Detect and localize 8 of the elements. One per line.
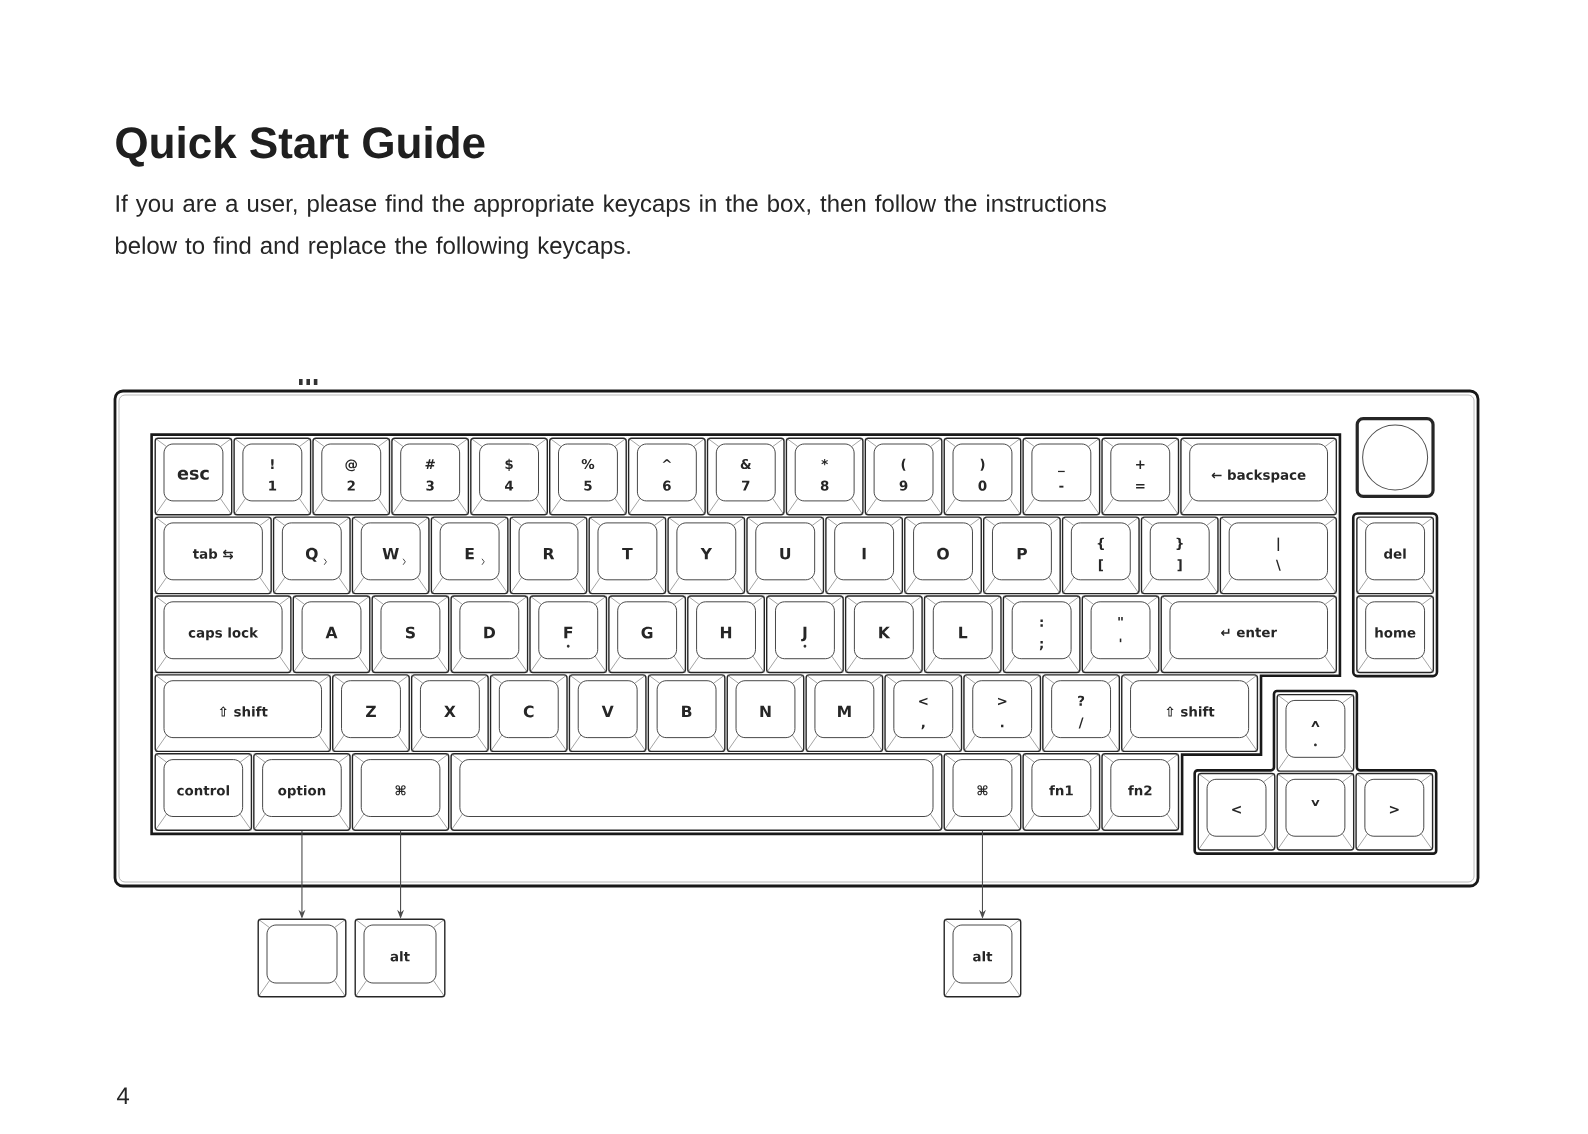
keycap: esc — [154, 437, 233, 516]
keycap — [257, 918, 347, 998]
title: Quick Start Guide — [116, 126, 485, 167]
keycap: ˄ — [1276, 693, 1355, 772]
intro-text: If you are a user, please find the appropriate keycaps in the box, then follow the instructions below to find and replace the following keycaps. — [115, 194, 1106, 259]
page-number: 4 — [116, 1087, 130, 1104]
keycap: ˅ — [1276, 772, 1355, 851]
keycap — [450, 753, 943, 831]
